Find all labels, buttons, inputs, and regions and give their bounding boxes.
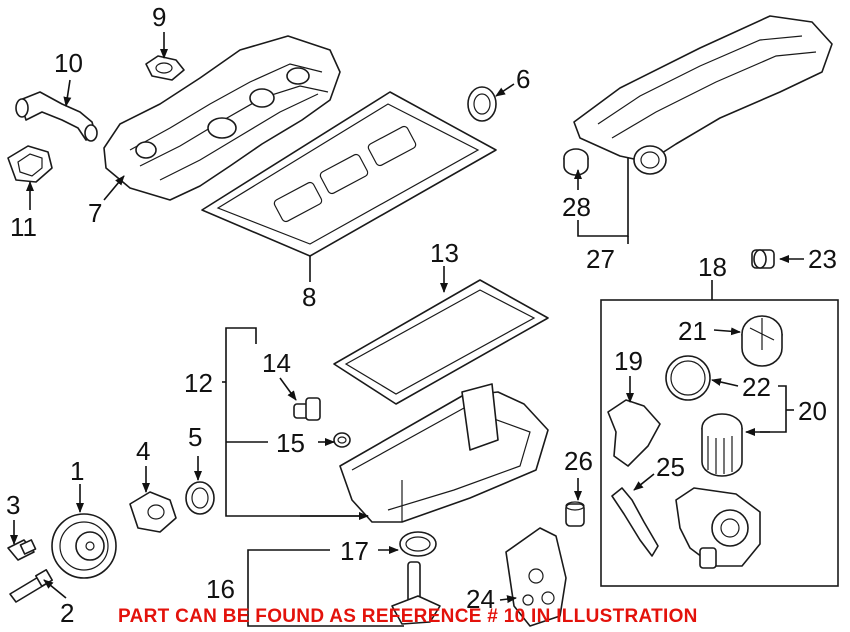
callout-13: 13 [430,238,459,268]
callout-8: 8 [302,282,316,312]
o-ring-22-part [665,355,711,401]
callout-24: 24 [466,584,495,614]
filter-housing-body-part [675,487,761,569]
callout-23: 23 [808,244,837,274]
dipstick-tube-part [391,561,441,625]
gasket-25-part [611,487,659,557]
callout-10: 10 [54,48,83,78]
callout-18: 18 [698,252,727,282]
valve-cover-gasket-part [201,91,497,257]
leader-lines [10,32,804,627]
callout-4: 4 [136,436,150,466]
callout-28: 28 [562,192,591,222]
callout-20: 20 [798,396,827,426]
callout-15: 15 [276,428,305,458]
plug-26-part [565,501,585,527]
callout-3: 3 [6,490,20,520]
callout-12: 12 [184,368,213,398]
oil-filter-housing-part [505,527,567,627]
reference-note: PART CAN BE FOUND AS REFERENCE # 10 IN I… [118,606,698,627]
heat-shield-part [607,399,661,467]
callout-11: 11 [10,212,37,242]
bolt-3-part [7,539,37,561]
bolt-2-part [9,569,53,603]
callout-25: 25 [656,452,685,482]
callout-7: 7 [88,198,102,228]
cap-28-part [563,148,589,176]
oil-pan-gasket-part [333,279,549,405]
breather-hose-part [15,91,98,142]
filter-cap-part [741,315,783,367]
sensor-23-part [751,249,775,269]
seal-6-part [467,86,497,122]
vibration-damper-part [51,513,117,579]
filter-element-part [701,413,743,477]
callout-1: 1 [70,456,84,486]
valve-cover-part [103,35,341,201]
drain-plug-part [293,397,321,421]
callout-labels: 1 2 3 4 5 6 7 8 9 10 11 12 13 14 15 16 1… [6,2,837,628]
callout-27: 27 [586,244,615,274]
seal-5-part [185,481,215,515]
callout-22: 22 [742,372,771,402]
gasket-9-part [145,55,185,81]
callout-2: 2 [60,598,74,628]
seal-11-part [7,145,53,183]
callout-5: 5 [188,422,202,452]
callout-19: 19 [614,346,643,376]
callout-9: 9 [152,2,166,32]
oil-pan-part [339,383,549,523]
hub-4-part [129,491,177,533]
callout-26: 26 [564,446,593,476]
intake-manifold-part [573,15,833,175]
washer-15-part [333,432,351,448]
callout-6: 6 [516,64,530,94]
callout-21: 21 [678,316,707,346]
callout-14: 14 [262,348,291,378]
oil-filter-group-box [600,299,839,587]
callout-16: 16 [206,574,235,604]
o-ring-17-part [399,531,437,557]
callout-17: 17 [340,536,369,566]
